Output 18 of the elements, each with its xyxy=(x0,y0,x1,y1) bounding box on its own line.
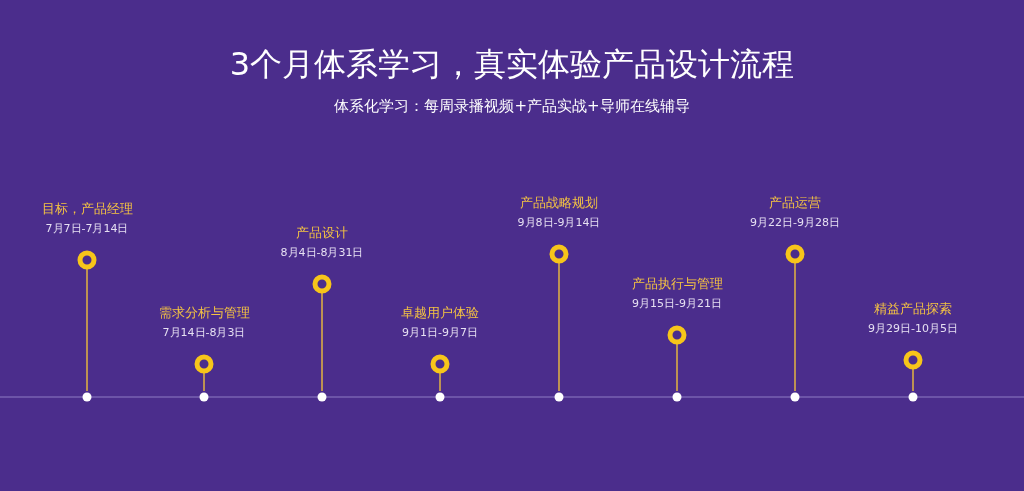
date-range: 9月15日-9月21日 xyxy=(632,297,722,311)
date-range: 7月14日-8月3日 xyxy=(162,326,246,340)
milestone-title: 精益产品探索 xyxy=(874,301,952,317)
date-range: 9月1日-9月7日 xyxy=(402,326,478,340)
date-range: 7月7日-7月14日 xyxy=(45,222,129,236)
date-range: 9月8日-9月14日 xyxy=(517,216,601,230)
subtitle: 体系化学习：每周录播视频+产品实战+导师在线辅导 xyxy=(334,97,690,115)
date-range: 9月29日-10月5日 xyxy=(868,322,958,336)
milestone-title: 需求分析与管理 xyxy=(158,305,250,321)
milestone-title: 产品战略规划 xyxy=(520,195,598,211)
date-range: 9月22日-9月28日 xyxy=(750,216,840,230)
milestone-title: 产品设计 xyxy=(296,225,348,241)
milestone-title: 产品运营 xyxy=(769,195,821,211)
milestone-title: 产品执行与管理 xyxy=(631,276,723,292)
milestone-title: 卓越用户体验 xyxy=(401,305,479,321)
title: 3个月体系学习，真实体验产品设计流程 xyxy=(229,45,795,84)
milestone-title: 目标，产品经理 xyxy=(41,201,133,217)
date-range: 8月4日-8月31日 xyxy=(280,246,364,260)
